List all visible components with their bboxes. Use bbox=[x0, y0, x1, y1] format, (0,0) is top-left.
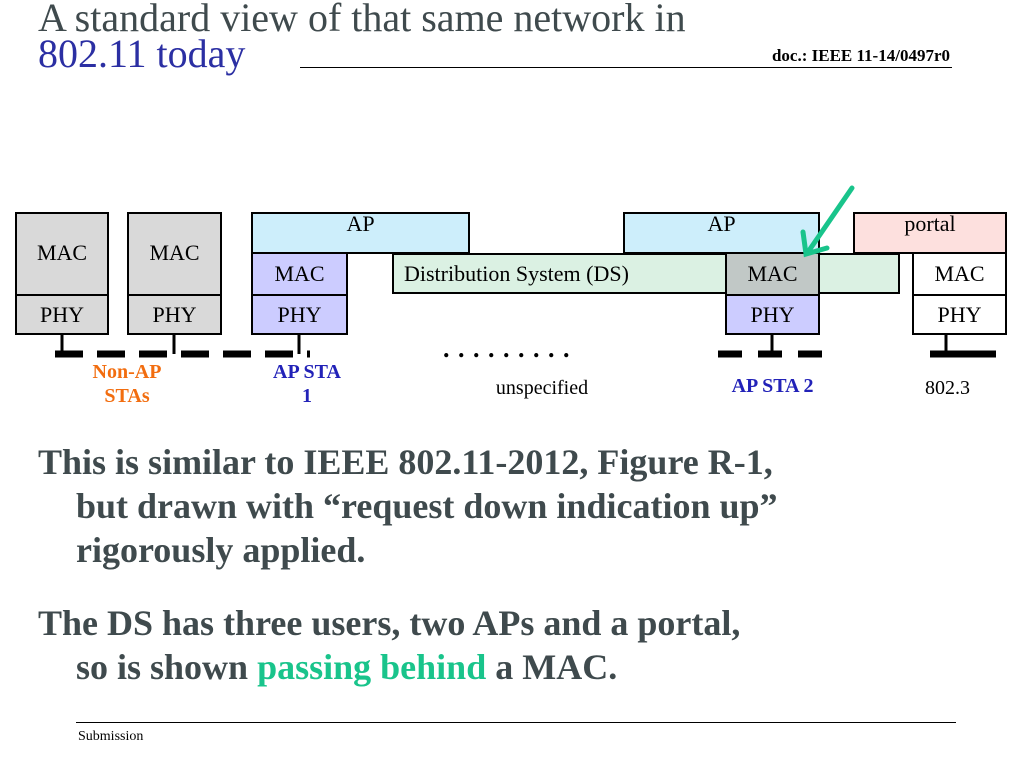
station1-mac-label: MAC bbox=[36, 240, 88, 265]
footer-submission: Submission bbox=[78, 729, 144, 744]
portal-mac-label: MAC bbox=[934, 261, 985, 286]
arrow-icon bbox=[800, 185, 855, 258]
ap-sta1-label-line2: 1 bbox=[302, 385, 312, 407]
station2-phy-label: PHY bbox=[152, 302, 197, 327]
bullet-1-line-1: This is similar to IEEE 802.11-2012, Fig… bbox=[38, 442, 773, 482]
bullet-2-line-1: The DS has three users, two APs and a po… bbox=[38, 603, 741, 643]
ap2-phy-label: PHY bbox=[750, 302, 795, 327]
ap1-phy-box: PHY bbox=[251, 294, 348, 335]
portal-phy-label: PHY bbox=[937, 302, 982, 327]
station1-phy-label: PHY bbox=[39, 302, 84, 327]
document-id: doc.: IEEE 11-14/0497r0 bbox=[771, 46, 950, 65]
ap2-mac-label: MAC bbox=[747, 261, 798, 286]
non-ap-label-line1: Non-AP bbox=[92, 361, 162, 383]
bullet-2-text-pre: so is shown bbox=[76, 647, 258, 687]
bullet-1-line-2: but drawn with “request down indication … bbox=[76, 486, 778, 526]
title-line-1: A standard view of that same network in bbox=[38, 0, 686, 40]
portal-label: portal bbox=[904, 211, 956, 236]
ds-label: Distribution System (DS) bbox=[404, 261, 629, 286]
bullet-2: The DS has three users, two APs and a po… bbox=[38, 601, 740, 689]
bullet-2-highlight: passing behind bbox=[257, 647, 487, 687]
portal-mac-box: MAC bbox=[912, 252, 1007, 296]
station1-mac-box: MAC bbox=[15, 212, 109, 296]
header-rule bbox=[300, 67, 952, 68]
media-lines bbox=[55, 185, 996, 358]
footer-rule bbox=[76, 722, 956, 723]
ieee-8023-label: 802.3 bbox=[925, 377, 970, 399]
ap1-box: AP bbox=[251, 211, 470, 254]
non-ap-stas-label: Non-AP STAs bbox=[72, 360, 182, 408]
non-ap-label-line2: STAs bbox=[104, 385, 150, 407]
ap1-label: AP bbox=[346, 211, 375, 236]
ap2-label: AP bbox=[707, 211, 736, 236]
ap-sta2-label: AP STA 2 bbox=[731, 375, 814, 397]
title-line-2: 802.11 today bbox=[38, 31, 246, 76]
ap1-phy-label: PHY bbox=[277, 302, 322, 327]
station1-phy-box: PHY bbox=[15, 294, 109, 335]
portal-phy-box: PHY bbox=[912, 294, 1007, 335]
bullet-2-line-2: so is shown passing behind a MAC. bbox=[38, 645, 740, 689]
unspecified-medium-dots: . . . . . . . . . bbox=[443, 334, 571, 363]
portal-box: portal bbox=[853, 211, 1007, 254]
station2-mac-box: MAC bbox=[127, 212, 222, 296]
bullet-1-line-3: rigorously applied. bbox=[76, 530, 366, 570]
ap1-mac-box: MAC bbox=[251, 252, 348, 296]
unspecified-label: unspecified bbox=[495, 377, 589, 399]
ap-sta1-label-line1: AP STA bbox=[273, 361, 341, 383]
station2-mac-label: MAC bbox=[149, 240, 200, 265]
ap-sta1-label: AP STA 1 bbox=[252, 360, 362, 408]
bullet-2-text-post: a MAC. bbox=[486, 647, 618, 687]
ap2-phy-box: PHY bbox=[725, 294, 820, 335]
station2-phy-box: PHY bbox=[127, 294, 222, 335]
ap1-mac-label: MAC bbox=[274, 261, 325, 286]
bullet-1: This is similar to IEEE 802.11-2012, Fig… bbox=[38, 440, 778, 572]
slide-title: A standard view of that same network in … bbox=[38, 0, 686, 76]
